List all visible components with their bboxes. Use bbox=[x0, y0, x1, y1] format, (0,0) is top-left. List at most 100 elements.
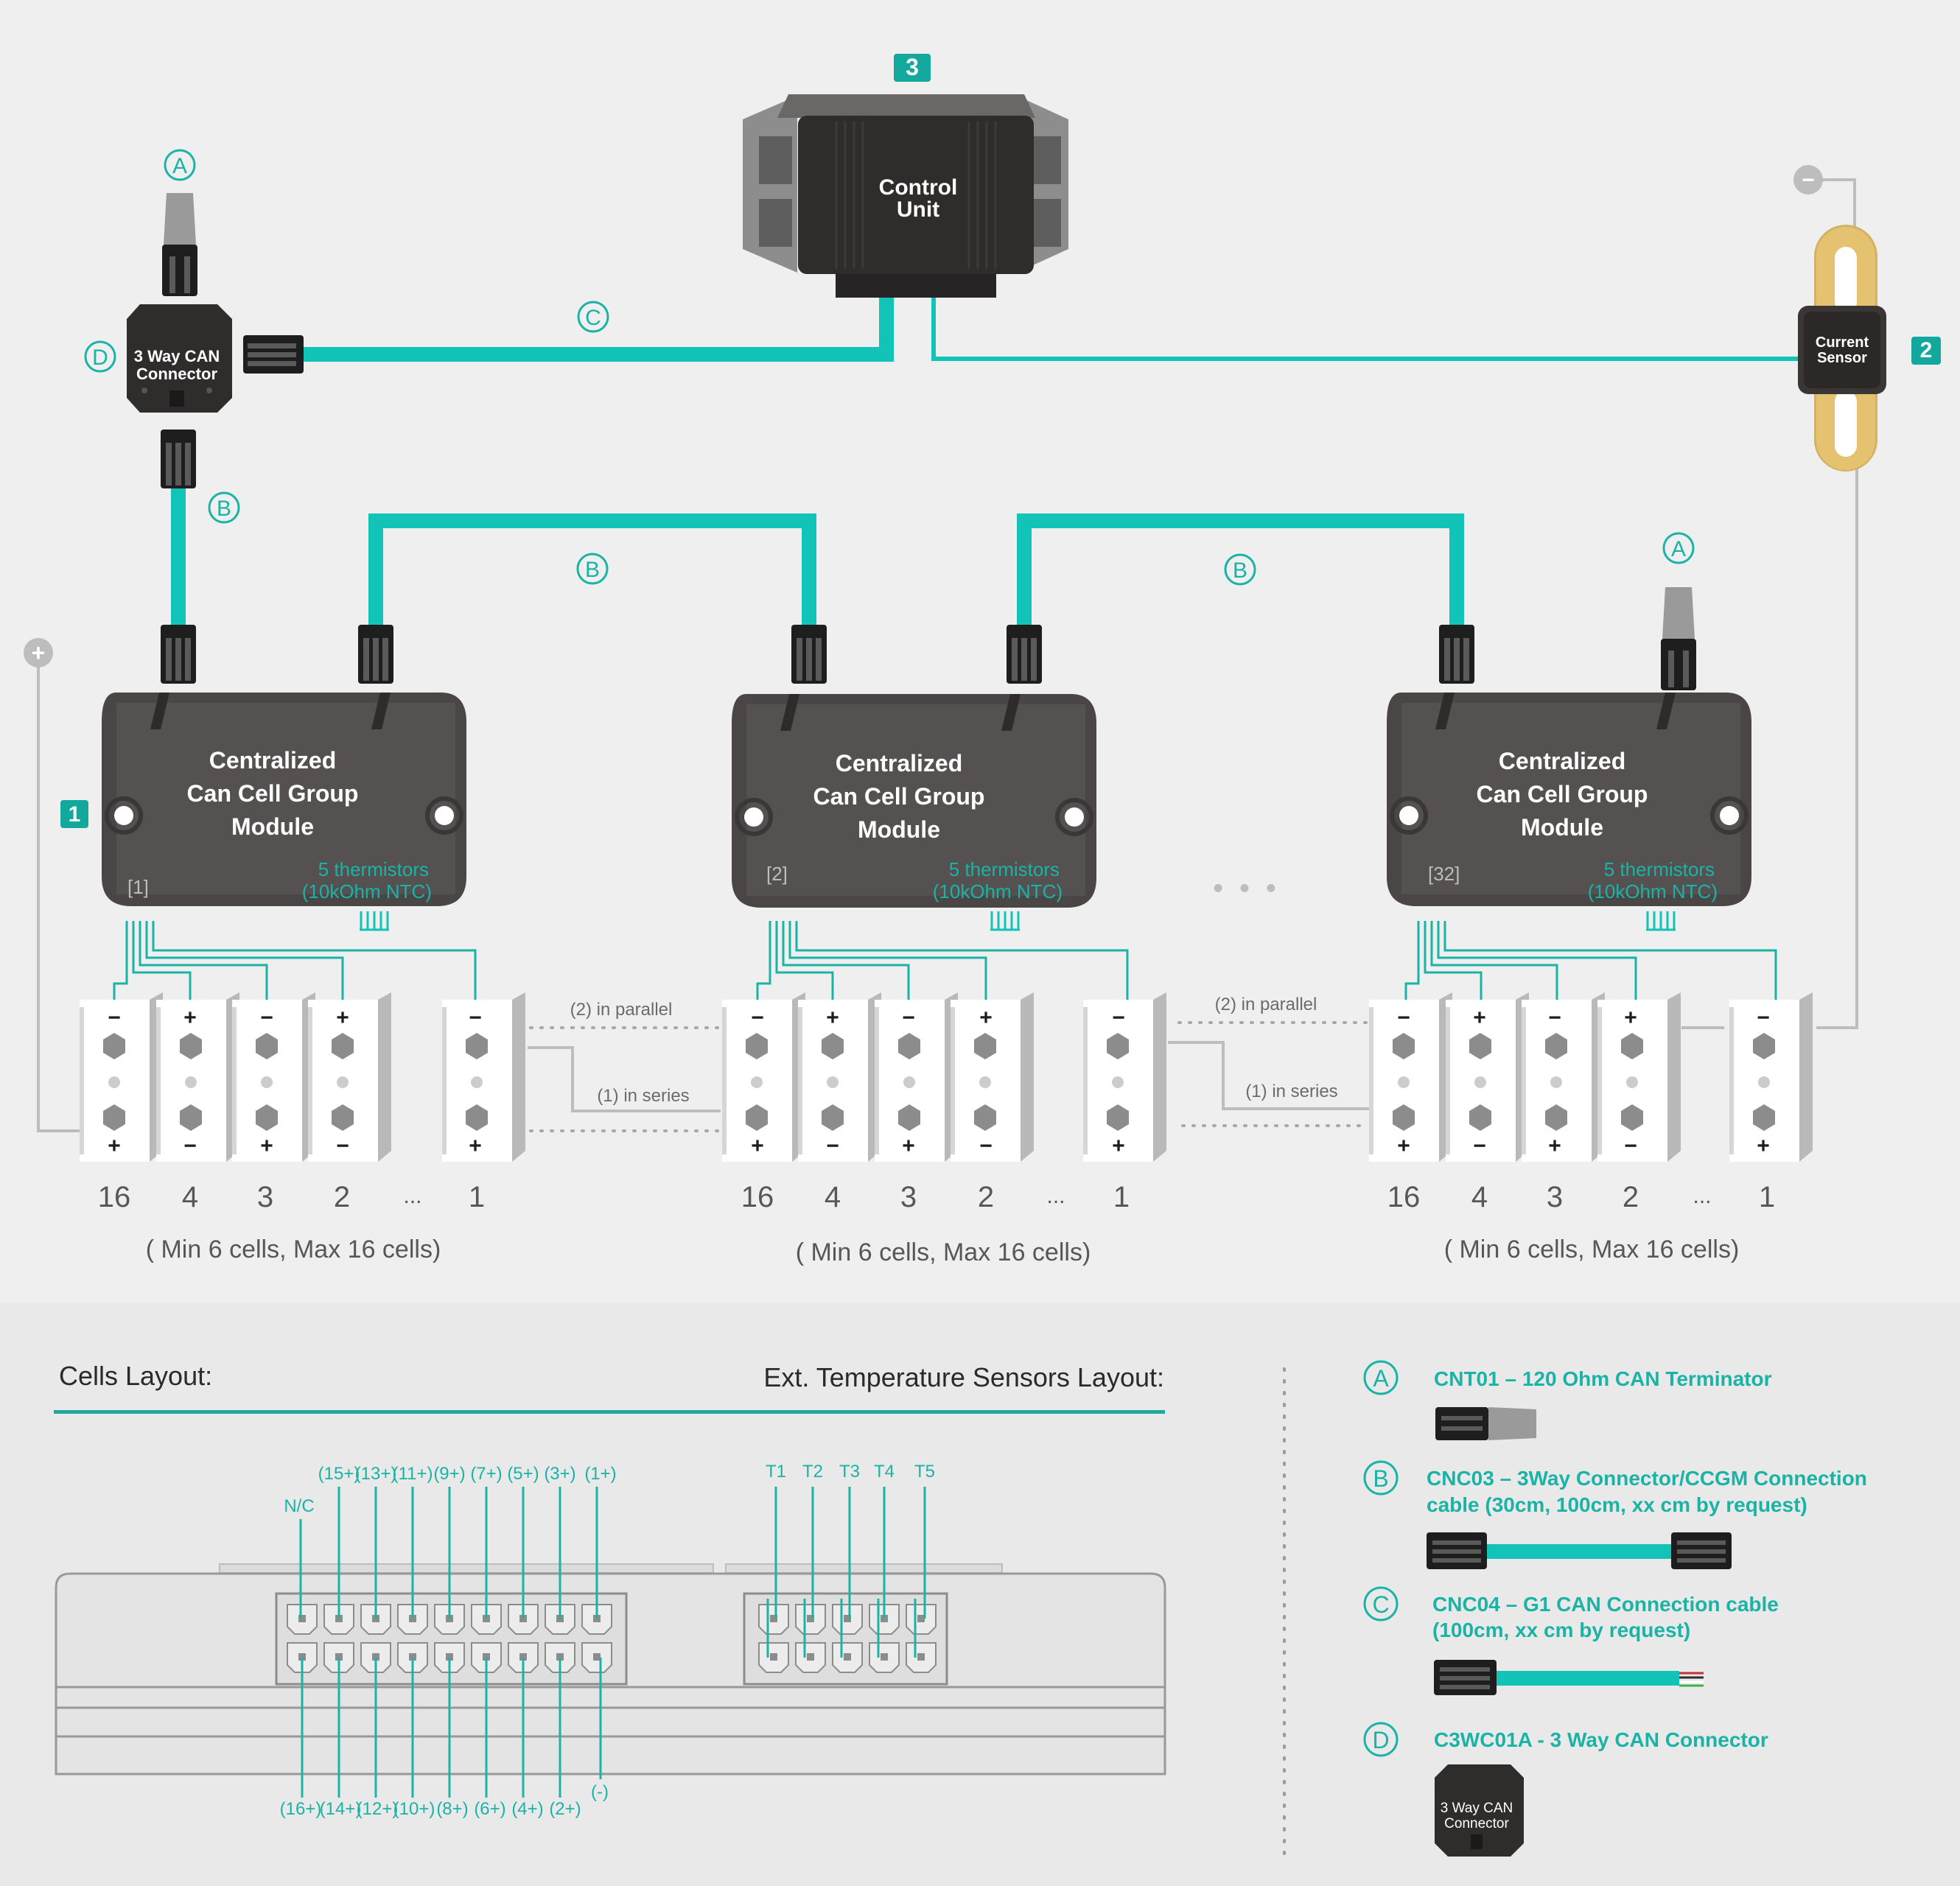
module-32[interactable]: Centralized Can Cell Group Module [32] 5… bbox=[1387, 693, 1751, 931]
module-1-index: [1] bbox=[127, 876, 149, 898]
cell-pin-bottom-2-dot bbox=[372, 1653, 379, 1661]
sensor-top-wire bbox=[1809, 178, 1856, 243]
plug-m1-left bbox=[161, 625, 196, 684]
module-1-line2: Can Cell Group bbox=[187, 780, 359, 807]
svg-text:−: − bbox=[1112, 1006, 1125, 1030]
cell-pin-grid bbox=[287, 1487, 612, 1798]
legend-d-icon-line2: Connector bbox=[1444, 1816, 1509, 1831]
module-1[interactable]: Centralized Can Cell Group Module [1] 5 … bbox=[102, 693, 466, 931]
svg-text:−: − bbox=[979, 1134, 993, 1158]
module-2[interactable]: Centralized Can Cell Group Module [2] 5 … bbox=[732, 694, 1096, 931]
svg-text:+: + bbox=[469, 1134, 482, 1158]
svg-text:+: + bbox=[183, 1006, 197, 1030]
current-sensor[interactable]: Current Sensor 2 − bbox=[1793, 165, 1941, 472]
svg-text:T5: T5 bbox=[914, 1462, 935, 1482]
svg-text:−: − bbox=[1624, 1134, 1637, 1158]
ellipsis-modules: • • • bbox=[1213, 873, 1280, 904]
svg-text:−: − bbox=[469, 1006, 482, 1030]
svg-text:(1+): (1+) bbox=[584, 1464, 616, 1484]
svg-text:−: − bbox=[108, 1006, 121, 1030]
cell-range-2: ( Min 6 cells, Max 16 cells) bbox=[796, 1238, 1091, 1266]
svg-text:16: 16 bbox=[98, 1181, 131, 1213]
svg-text:T2: T2 bbox=[802, 1462, 823, 1482]
can-connector-line1: 3 Way CAN bbox=[134, 347, 220, 365]
module-32-therm2: (10kOhm NTC) bbox=[1588, 880, 1718, 902]
terminator-right-letter: A bbox=[1671, 537, 1686, 561]
pin-nc-label: N/C bbox=[284, 1496, 314, 1516]
module-2-index: [2] bbox=[766, 863, 788, 885]
cell-pin-bottom-5-dot bbox=[483, 1653, 490, 1661]
cell-pin-bottom-3-dot bbox=[409, 1653, 416, 1661]
temp-pin-labels: T1 T2 T3 T4 T5 bbox=[766, 1462, 935, 1482]
cell-pin-bottom-6-dot bbox=[519, 1653, 527, 1661]
link-1-2: (2) in parallel (1) in series bbox=[528, 1000, 721, 1132]
plug-m2-left bbox=[791, 625, 827, 684]
module-number-badge: 1 bbox=[60, 800, 88, 828]
svg-text:(16+): (16+) bbox=[280, 1799, 322, 1819]
svg-text:(4+): (4+) bbox=[511, 1799, 543, 1819]
temp-pin-grid bbox=[758, 1487, 937, 1673]
svg-text:−: − bbox=[183, 1134, 197, 1158]
svg-text:−: − bbox=[1397, 1006, 1410, 1030]
svg-text:D: D bbox=[1372, 1727, 1389, 1753]
svg-text:4: 4 bbox=[1471, 1181, 1488, 1213]
cable-b-link1 bbox=[368, 513, 816, 634]
temp-pin-bottom-0-dot bbox=[770, 1653, 777, 1661]
legend-d-title: C3WC01A - 3 Way CAN Connector bbox=[1434, 1728, 1768, 1751]
ellipsis-text: • • • bbox=[1213, 873, 1280, 904]
plus-terminal: + bbox=[24, 638, 53, 667]
legend-b-subtitle: cable (30cm, 100cm, xx cm by request) bbox=[1427, 1493, 1807, 1516]
cable-c-label: C bbox=[577, 301, 609, 333]
cell-pin-bottom-8-dot bbox=[593, 1653, 601, 1661]
svg-text:−: − bbox=[260, 1006, 273, 1030]
svg-text:−: − bbox=[1757, 1006, 1770, 1030]
legend-b-cable-icon bbox=[1427, 1532, 1732, 1569]
terminator-top-left[interactable]: A bbox=[162, 149, 197, 296]
can-connector-line2: Connector bbox=[136, 365, 217, 383]
can-connector[interactable]: D 3 Way CAN Connector bbox=[84, 304, 232, 413]
series-label-2: (1) in series bbox=[1245, 1082, 1337, 1101]
cell-numbers-32: 16 4 3 2 ... 1 bbox=[1387, 1181, 1775, 1213]
svg-text:2: 2 bbox=[1623, 1181, 1639, 1213]
current-sensor-terminal: − bbox=[1802, 168, 1815, 192]
bottom-pin-labels: (16+) (14+) (12+) (10+) (8+) (6+) (4+) (… bbox=[280, 1782, 609, 1819]
layout-underline bbox=[54, 1410, 1165, 1414]
svg-text:T3: T3 bbox=[839, 1462, 860, 1482]
svg-text:(-): (-) bbox=[591, 1782, 609, 1802]
temp-pin-bottom-1-dot bbox=[807, 1653, 814, 1661]
svg-text:3: 3 bbox=[1547, 1181, 1563, 1213]
svg-text:3: 3 bbox=[257, 1181, 273, 1213]
module-1-therm1: 5 thermistors bbox=[318, 858, 429, 880]
svg-text:(13+): (13+) bbox=[355, 1464, 397, 1484]
cable-b-vertical-letter: B bbox=[217, 497, 231, 521]
svg-text:(8+): (8+) bbox=[436, 1799, 468, 1819]
plug-m3-left bbox=[1439, 625, 1474, 684]
svg-text:(12+): (12+) bbox=[357, 1799, 399, 1819]
svg-text:...: ... bbox=[1046, 1184, 1065, 1208]
legend-item-b: B CNC03 – 3Way Connector/CCGM Connection… bbox=[1363, 1460, 1867, 1569]
svg-text:1: 1 bbox=[1759, 1181, 1775, 1213]
module-2-line1: Centralized bbox=[836, 750, 962, 777]
svg-text:+: + bbox=[902, 1134, 915, 1158]
temp-pin-top-1-dot bbox=[807, 1615, 814, 1622]
cell-pin-bottom-7-dot bbox=[556, 1653, 564, 1661]
legend-d-connector-icon: 3 Way CAN Connector bbox=[1435, 1764, 1524, 1857]
temp-layout-title: Ext. Temperature Sensors Layout: bbox=[763, 1362, 1164, 1392]
can-connector-plug-right bbox=[243, 335, 304, 374]
terminator-right[interactable]: A bbox=[1661, 532, 1696, 690]
svg-text:16: 16 bbox=[741, 1181, 774, 1213]
temp-pin-top-2-dot bbox=[844, 1615, 851, 1622]
cable-b-link2 bbox=[1017, 513, 1464, 634]
svg-text:(3+): (3+) bbox=[544, 1464, 575, 1484]
current-sensor-cable bbox=[931, 295, 1809, 361]
cable-c-letter: C bbox=[585, 306, 601, 330]
cell-pin-bottom-4-dot bbox=[446, 1653, 453, 1661]
plug-m2-right bbox=[1007, 625, 1042, 684]
module-32-line1: Centralized bbox=[1499, 748, 1625, 774]
cable-b-link2-letter: B bbox=[1233, 558, 1247, 583]
cell-pin-bottom-0-dot bbox=[298, 1653, 306, 1661]
module-32-line2: Can Cell Group bbox=[1477, 781, 1648, 807]
control-unit[interactable]: 3 Control Unit bbox=[743, 54, 1068, 298]
svg-text:C: C bbox=[1372, 1591, 1389, 1618]
cable-b-vertical-label: B bbox=[208, 491, 240, 524]
